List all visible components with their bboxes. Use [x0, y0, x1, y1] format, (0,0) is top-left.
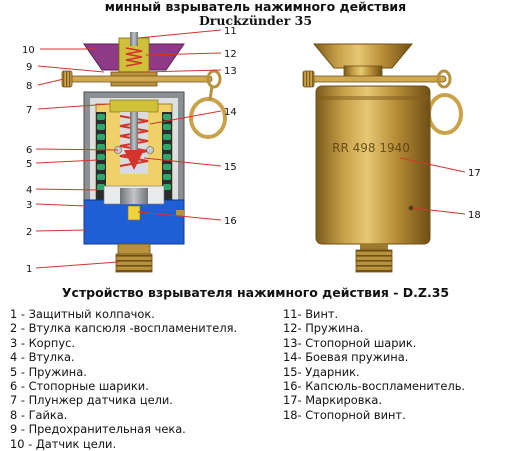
callout-12: 12 — [224, 49, 237, 60]
callout-2: 2 — [26, 227, 32, 238]
marking-text: RR 498 1940 — [332, 141, 410, 155]
legend-item: 14- Боевая пружина. — [283, 350, 409, 365]
callout-17: 17 — [468, 168, 481, 179]
legend-item: 7 - Плунжер датчика цели. — [10, 393, 173, 408]
callout-6: 6 — [26, 145, 32, 156]
legend-item: 9 - Предохранительная чека. — [10, 422, 186, 437]
legend-left-column: 1 - Защитный колпачок. 2 - Втулка капсюл… — [10, 307, 237, 451]
callout-5: 5 — [26, 159, 32, 170]
title-german: Druckzünder 35 — [198, 13, 313, 28]
callout-9: 9 — [26, 62, 32, 73]
legend-item: 12- Пружина. — [283, 321, 364, 336]
external-view — [302, 43, 463, 273]
legend-title: Устройство взрывателя нажимного действия… — [61, 285, 450, 300]
legend-item: 5 - Пружина. — [10, 364, 87, 379]
callout-4: 4 — [26, 185, 32, 196]
legend-item: 8 - Гайка. — [10, 407, 68, 422]
callout-15: 15 — [224, 162, 237, 173]
legend-item: 15- Ударник. — [283, 364, 360, 379]
legend-item: 4 - Втулка. — [10, 350, 75, 365]
cutaway-view — [61, 32, 227, 273]
legend-item: 6 - Стопорные шарики. — [10, 379, 149, 394]
callout-16: 16 — [224, 216, 237, 227]
fuze-diagram: RR 498 1940 10 9 8 7 6 5 4 3 2 1 11 12 1… — [22, 26, 481, 275]
legend-item: 1 - Защитный колпачок. — [10, 307, 155, 321]
callout-14: 14 — [224, 107, 237, 118]
legend-item: 16- Капсюль-воспламенитель. — [283, 379, 466, 394]
callout-10: 10 — [22, 45, 35, 56]
callout-8: 8 — [26, 81, 32, 92]
callout-1: 1 — [26, 264, 32, 275]
spring-coils — [96, 112, 172, 202]
legend-item: 17- Маркировка. — [283, 393, 382, 408]
leader-lines — [35, 29, 466, 269]
legend-item: 18- Стопорной винт. — [283, 407, 406, 422]
legend-item: 11- Винт. — [283, 307, 339, 321]
legend-item: 13- Стопорной шарик. — [283, 335, 417, 350]
legend-right-column: 11- Винт. 12- Пружина. 13- Стопорной шар… — [283, 307, 465, 422]
callout-11: 11 — [224, 26, 237, 37]
callout-3: 3 — [26, 200, 32, 211]
callout-7: 7 — [26, 105, 32, 116]
title-russian: минный взрыватель нажимного действия — [104, 0, 407, 14]
legend-item: 2 - Втулка капсюля -воспламенителя. — [10, 321, 238, 336]
callout-18: 18 — [468, 210, 481, 221]
callout-13: 13 — [224, 66, 237, 77]
legend-item: 3 - Корпус. — [10, 335, 75, 350]
